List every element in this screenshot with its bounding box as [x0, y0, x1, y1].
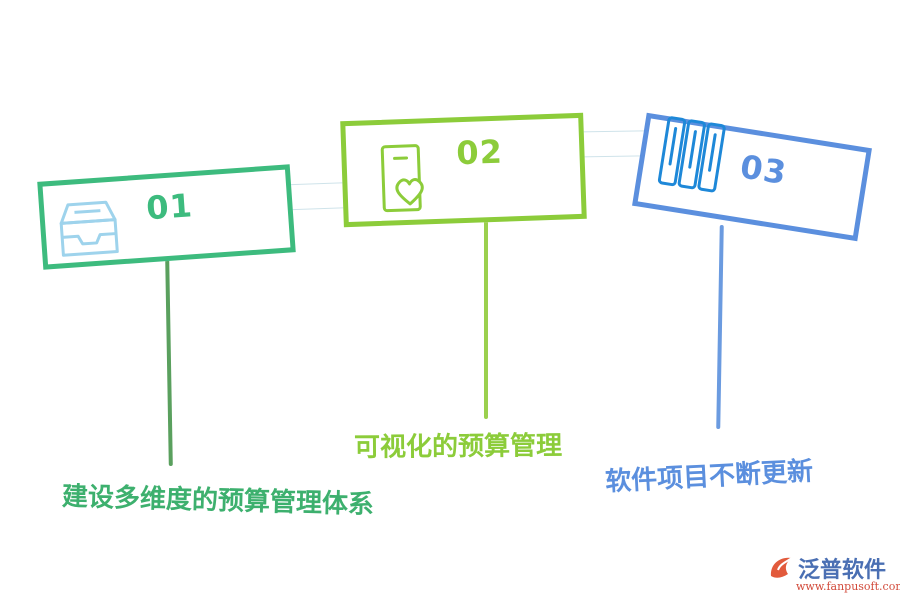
step-number-1: 01	[145, 186, 195, 228]
step-number-2: 02	[455, 132, 504, 173]
step-number-3: 03	[737, 147, 790, 193]
step-card-1: 01	[37, 164, 296, 270]
brand-name: 泛普软件	[798, 558, 887, 583]
inbox-tray-icon	[54, 195, 124, 265]
stem-1	[165, 257, 173, 467]
step-card-2: 02	[340, 112, 587, 228]
stem-2	[484, 212, 488, 419]
stem-3	[716, 224, 724, 430]
phone-heart-icon	[378, 141, 433, 223]
step-caption-1: 建设多维度的预算管理体系	[61, 481, 375, 521]
brand-mark-icon	[768, 554, 796, 584]
step-card-3: 03	[632, 112, 872, 242]
step-caption-2: 可视化的预算管理	[353, 431, 563, 463]
brand-url: www.fanpusoft.com	[796, 580, 900, 593]
brand-logo: 泛普软件 www.fanpusoft.com	[768, 552, 900, 596]
server-rack-icon	[653, 113, 729, 202]
step-caption-3: 软件项目不断更新	[604, 456, 814, 498]
